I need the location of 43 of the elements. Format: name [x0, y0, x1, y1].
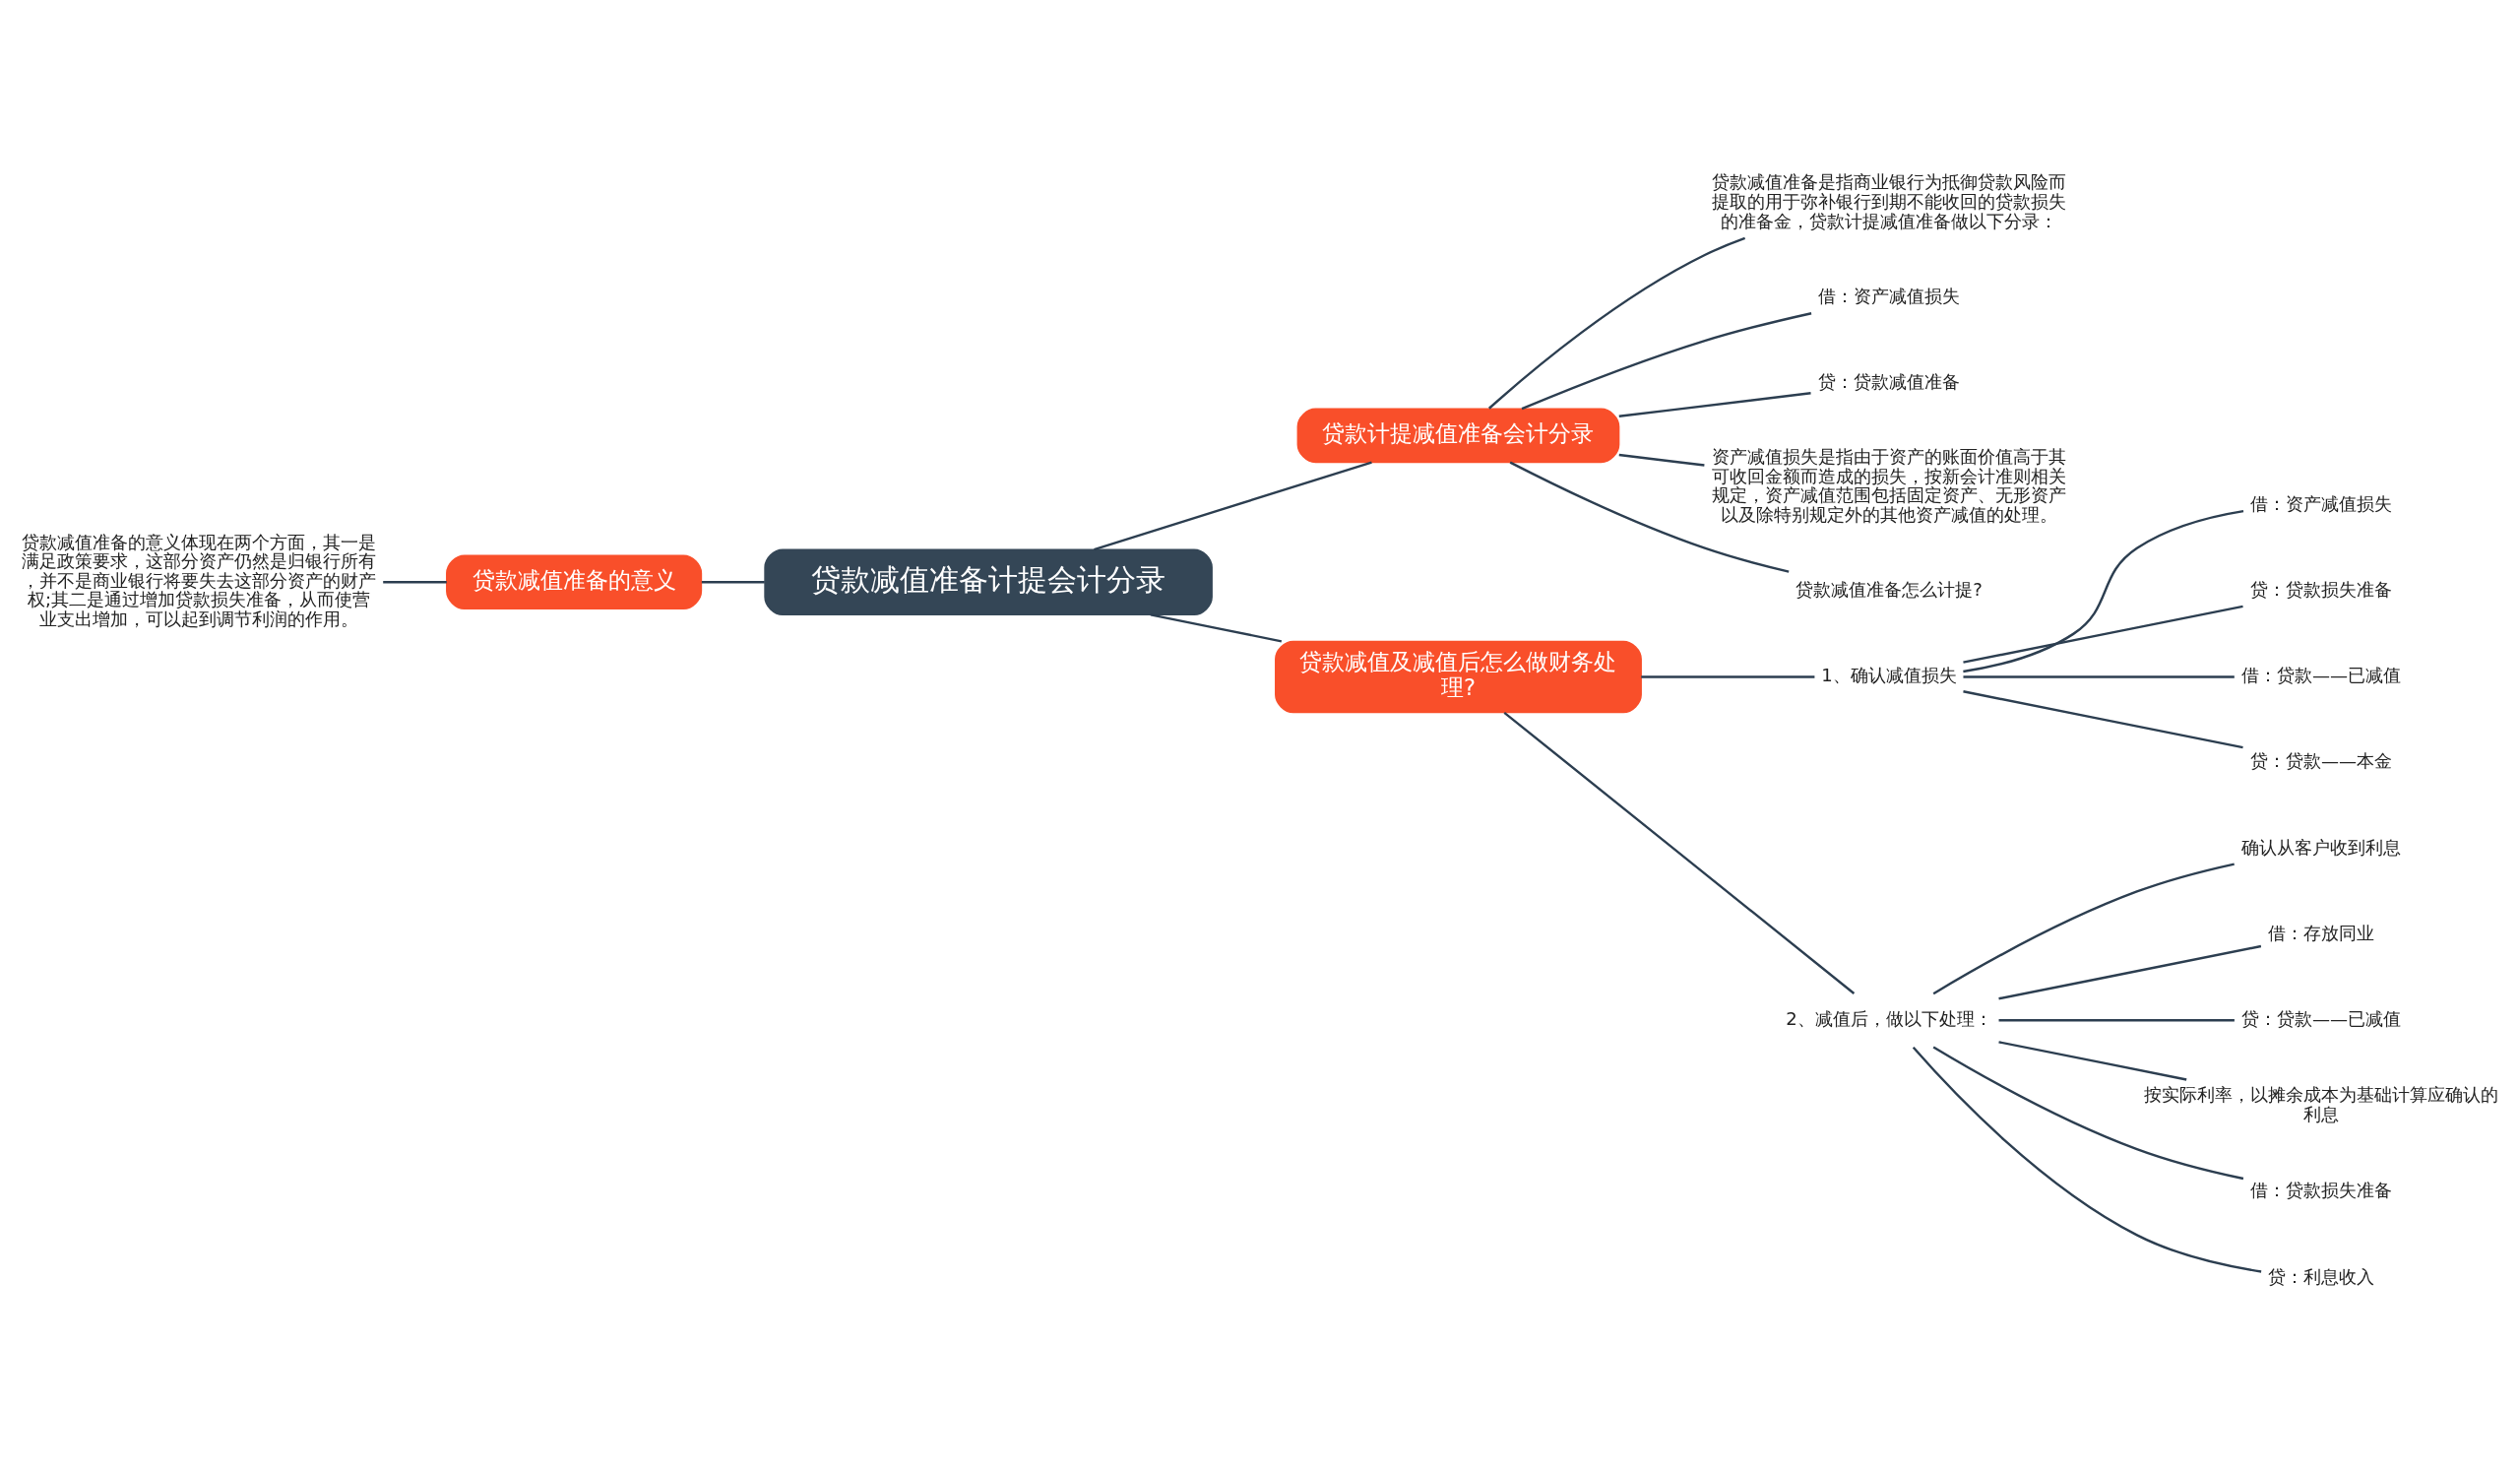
node-text: 确认从客户收到利息 — [2241, 836, 2402, 858]
node-text: 借：资产减值损失 — [1818, 285, 1961, 306]
node-text: 贷：贷款——已减值 — [2241, 1007, 2402, 1029]
connector — [1998, 1040, 2187, 1081]
connector — [1094, 460, 1372, 550]
connector — [1488, 236, 1746, 410]
node-text: 贷款减值准备怎么计提? — [1796, 578, 1983, 600]
connector — [1963, 689, 2243, 748]
node-box: 贷款计提减值准备会计分录 — [1296, 408, 1620, 463]
connector — [1963, 509, 2244, 672]
connector — [701, 580, 765, 583]
connector — [383, 580, 447, 583]
node-text: 借：存放同业 — [2268, 922, 2375, 943]
node-text: 贷：贷款减值准备 — [1818, 370, 1961, 392]
connector — [1963, 605, 2243, 664]
node-text: 借：资产减值损失 — [2250, 492, 2393, 514]
connector — [1912, 1046, 2262, 1273]
node-box: 贷款减值准备的意义 — [446, 553, 703, 609]
node-text: 贷款减值准备的意义体现在两个方面，其一是满足政策要求，这部分资产仍然是归银行所有，并不是商业银行将要失去这部分资产的财产权;其二是通过增加贷款损失准备，从而使营业支出增加，可以起到调节利润的作用。 — [21, 531, 376, 629]
connector — [1932, 862, 2235, 994]
connector — [1998, 1018, 2235, 1021]
connector — [1932, 1045, 2244, 1180]
node-text: 贷：贷款损失准备 — [2250, 578, 2393, 600]
node-text: 贷：贷款——本金 — [2250, 749, 2393, 771]
node-text: 借：贷款损失准备 — [2250, 1179, 2393, 1200]
connector — [1509, 461, 1790, 573]
node-text: 1、确认减值损失 — [1821, 664, 1957, 685]
node-text: 2、减值后，做以下处理： — [1786, 1007, 1992, 1029]
node-text: 按实际利率，以摊余成本为基础计算应确认的利息 — [2144, 1083, 2499, 1124]
connector — [1150, 612, 1283, 643]
node-text: 贷款减值准备是指商业银行为抵御贷款风险而提取的用于弥补银行到期不能收回的贷款损失的准备金，贷款计提减值准备做以下分录： — [1712, 170, 2067, 231]
node-text: 资产减值损失是指由于资产的账面价值高于其可收回金额而造成的损失，按新会计准则相关规定，资产减值范围包括固定资产、无形资产以及除特别规定外的其他资产减值的处理。 — [1712, 445, 2067, 525]
node-box: 贷款减值准备计提会计分录 — [764, 547, 1213, 615]
node-text: 借：贷款——已减值 — [2241, 664, 2402, 685]
node-text: 贷：利息收入 — [2268, 1265, 2375, 1287]
connector — [1963, 674, 2235, 678]
node-box: 贷款减值及减值后怎么做财务处理? — [1275, 640, 1642, 713]
connector — [1618, 391, 1811, 417]
connector — [1521, 311, 1812, 410]
connector — [1618, 453, 1705, 467]
connector — [1503, 711, 1856, 994]
connector — [1641, 674, 1815, 678]
connector — [1998, 944, 2262, 999]
